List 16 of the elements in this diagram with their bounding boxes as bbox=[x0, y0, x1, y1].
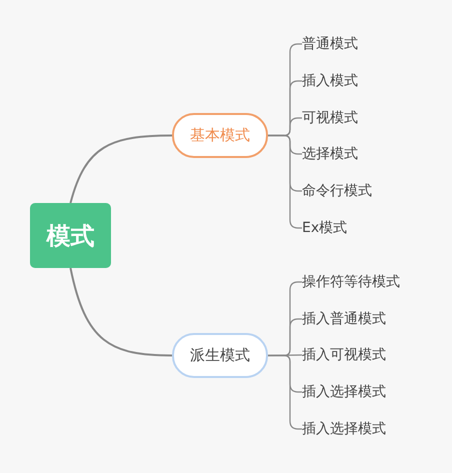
subtopic-text: 普通模式 bbox=[302, 33, 358, 55]
topic-box: 派生模式 bbox=[172, 333, 268, 378]
subtopic-text: 插入选择模式 bbox=[302, 418, 386, 440]
branch-line bbox=[70, 268, 172, 356]
subtopic-text: 命令行模式 bbox=[302, 180, 372, 202]
subtopic-text: 插入可视模式 bbox=[302, 344, 386, 366]
subtopic-text: 插入普通模式 bbox=[302, 308, 386, 330]
subtopic-text: 插入选择模式 bbox=[302, 381, 386, 403]
subtopic-text: 可视模式 bbox=[302, 107, 358, 129]
branch-line bbox=[70, 134, 172, 204]
subtopic-text: 选择模式 bbox=[302, 143, 358, 165]
subtopic-text: 操作符等待模式 bbox=[302, 271, 400, 293]
subtopic-text: 插入模式 bbox=[302, 70, 358, 92]
subtopic-text: Ex模式 bbox=[302, 217, 348, 239]
root-topic-box: 模式 bbox=[30, 203, 111, 268]
topic-box: 基本模式 bbox=[172, 113, 268, 158]
